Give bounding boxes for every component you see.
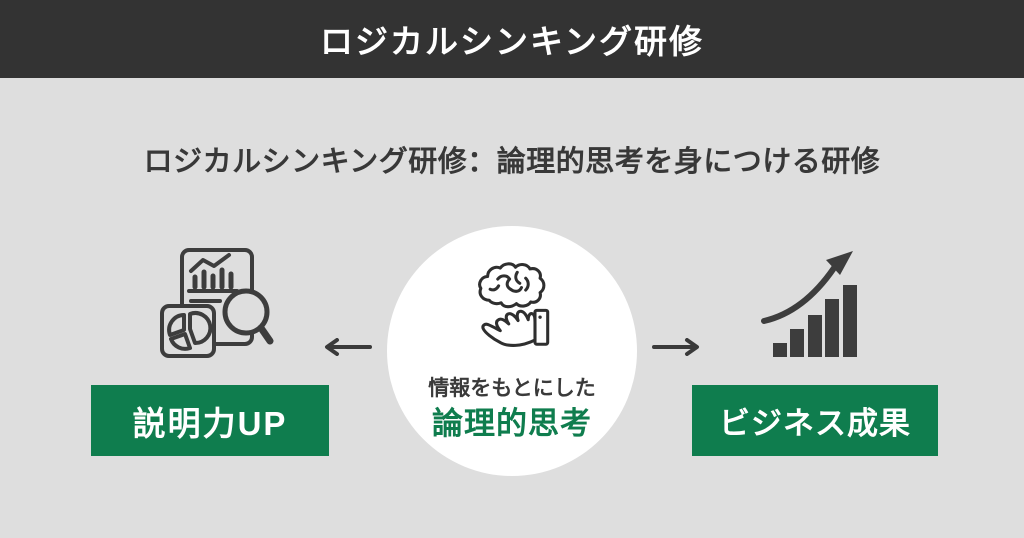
- growth-chart-icon: [761, 251, 857, 357]
- right-arrow-icon: [652, 338, 699, 356]
- title-banner: ロジカルシンキング研修: [0, 0, 1024, 78]
- subtitle-heading: ロジカルシンキング研修：論理的思考を身につける研修: [143, 146, 881, 178]
- banner-title: ロジカルシンキング研修: [319, 23, 704, 60]
- center-circle: 情報をもとにした 論理的思考: [387, 226, 637, 476]
- left-result-label: 説明力UP: [91, 385, 329, 456]
- left-arrow-icon: [325, 338, 372, 356]
- center-keyword: 論理的思考: [432, 406, 592, 441]
- center-caption: 情報をもとにした: [428, 377, 596, 400]
- brain-in-hand-icon: [478, 262, 550, 347]
- right-result-label: ビジネス成果: [692, 385, 938, 456]
- report-analysis-icon: [160, 248, 274, 358]
